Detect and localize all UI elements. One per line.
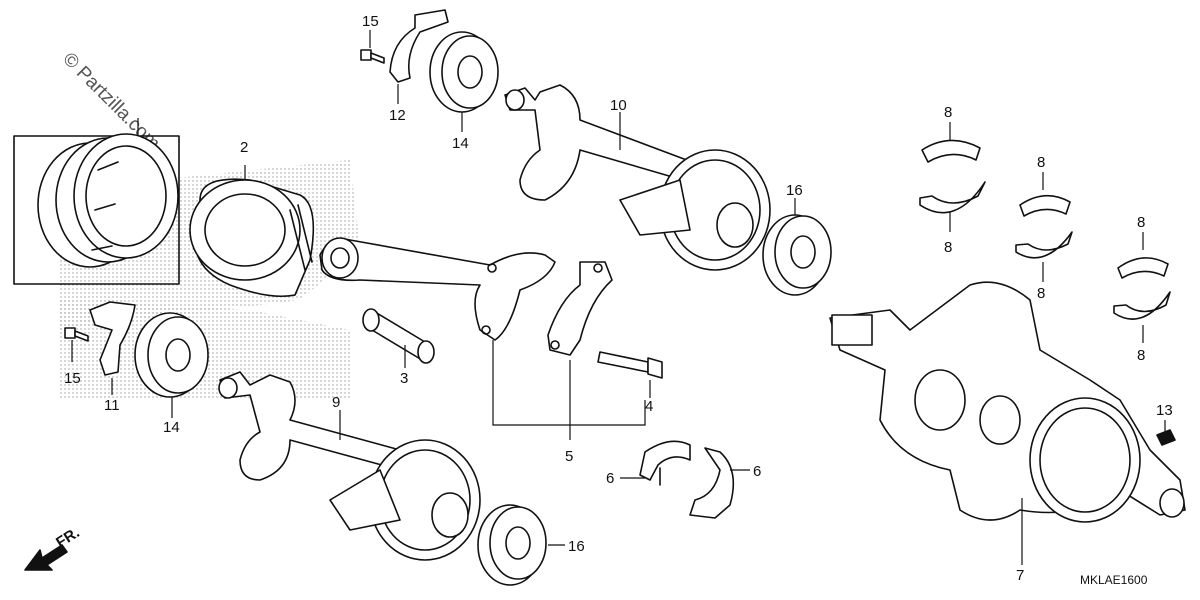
main-bearing-pair-3 — [1113, 257, 1171, 320]
callout-15-lower: 15 — [64, 370, 81, 387]
callout-6-left: 6 — [606, 470, 614, 487]
balancer-shaft-lower — [218, 371, 481, 561]
callout-9: 9 — [332, 394, 340, 411]
callout-3: 3 — [400, 370, 408, 387]
woodruff-key — [1156, 429, 1176, 446]
callout-14-upper: 14 — [452, 135, 469, 152]
bearing-14-upper — [429, 31, 499, 113]
crankshaft — [829, 281, 1186, 523]
callout-14-lower: 14 — [163, 419, 180, 436]
retainer-plate-11 — [89, 301, 136, 376]
diagram-code: MKLAE1600 — [1080, 573, 1148, 587]
rod-bolt — [597, 351, 663, 379]
callout-15-upper: 15 — [362, 13, 379, 30]
piston-ring-set — [13, 133, 180, 285]
callout-16-upper: 16 — [786, 182, 803, 199]
retainer-plate-12 — [389, 9, 449, 83]
bolt-15-lower — [64, 327, 89, 342]
callout-8-d: 8 — [1037, 285, 1045, 302]
bearing-16-lower — [477, 504, 547, 586]
callout-10: 10 — [610, 97, 627, 114]
callout-7: 7 — [1016, 567, 1024, 584]
bolt-15-upper — [360, 49, 385, 64]
callout-8-e: 8 — [1137, 214, 1145, 231]
rod-bearing-right — [689, 447, 735, 519]
callout-8-c: 8 — [1037, 154, 1045, 171]
front-arrow-icon — [24, 544, 68, 571]
main-bearing-pair-1 — [919, 139, 986, 214]
bearing-16-upper — [762, 214, 832, 296]
main-bearing-pair-2 — [1015, 194, 1073, 259]
rod-bearing-left — [639, 440, 691, 486]
callout-8-f: 8 — [1137, 347, 1145, 364]
callout-6-right: 6 — [753, 463, 761, 480]
callout-8-a: 8 — [944, 104, 952, 121]
piston — [189, 178, 315, 298]
bearing-14-lower — [134, 312, 209, 398]
callout-12: 12 — [389, 107, 406, 124]
callout-8-b: 8 — [944, 239, 952, 256]
connecting-rod — [319, 237, 556, 341]
callout-13: 13 — [1156, 402, 1173, 419]
balancer-shaft-upper — [504, 84, 771, 271]
piston-pin — [362, 308, 435, 364]
connecting-rod-cap — [547, 261, 613, 356]
callout-5: 5 — [565, 448, 573, 465]
callout-11: 11 — [104, 397, 120, 414]
callout-16-lower: 16 — [568, 538, 585, 555]
leader-5-bracket — [492, 340, 646, 426]
callout-2: 2 — [240, 139, 248, 156]
callout-4: 4 — [645, 398, 653, 415]
